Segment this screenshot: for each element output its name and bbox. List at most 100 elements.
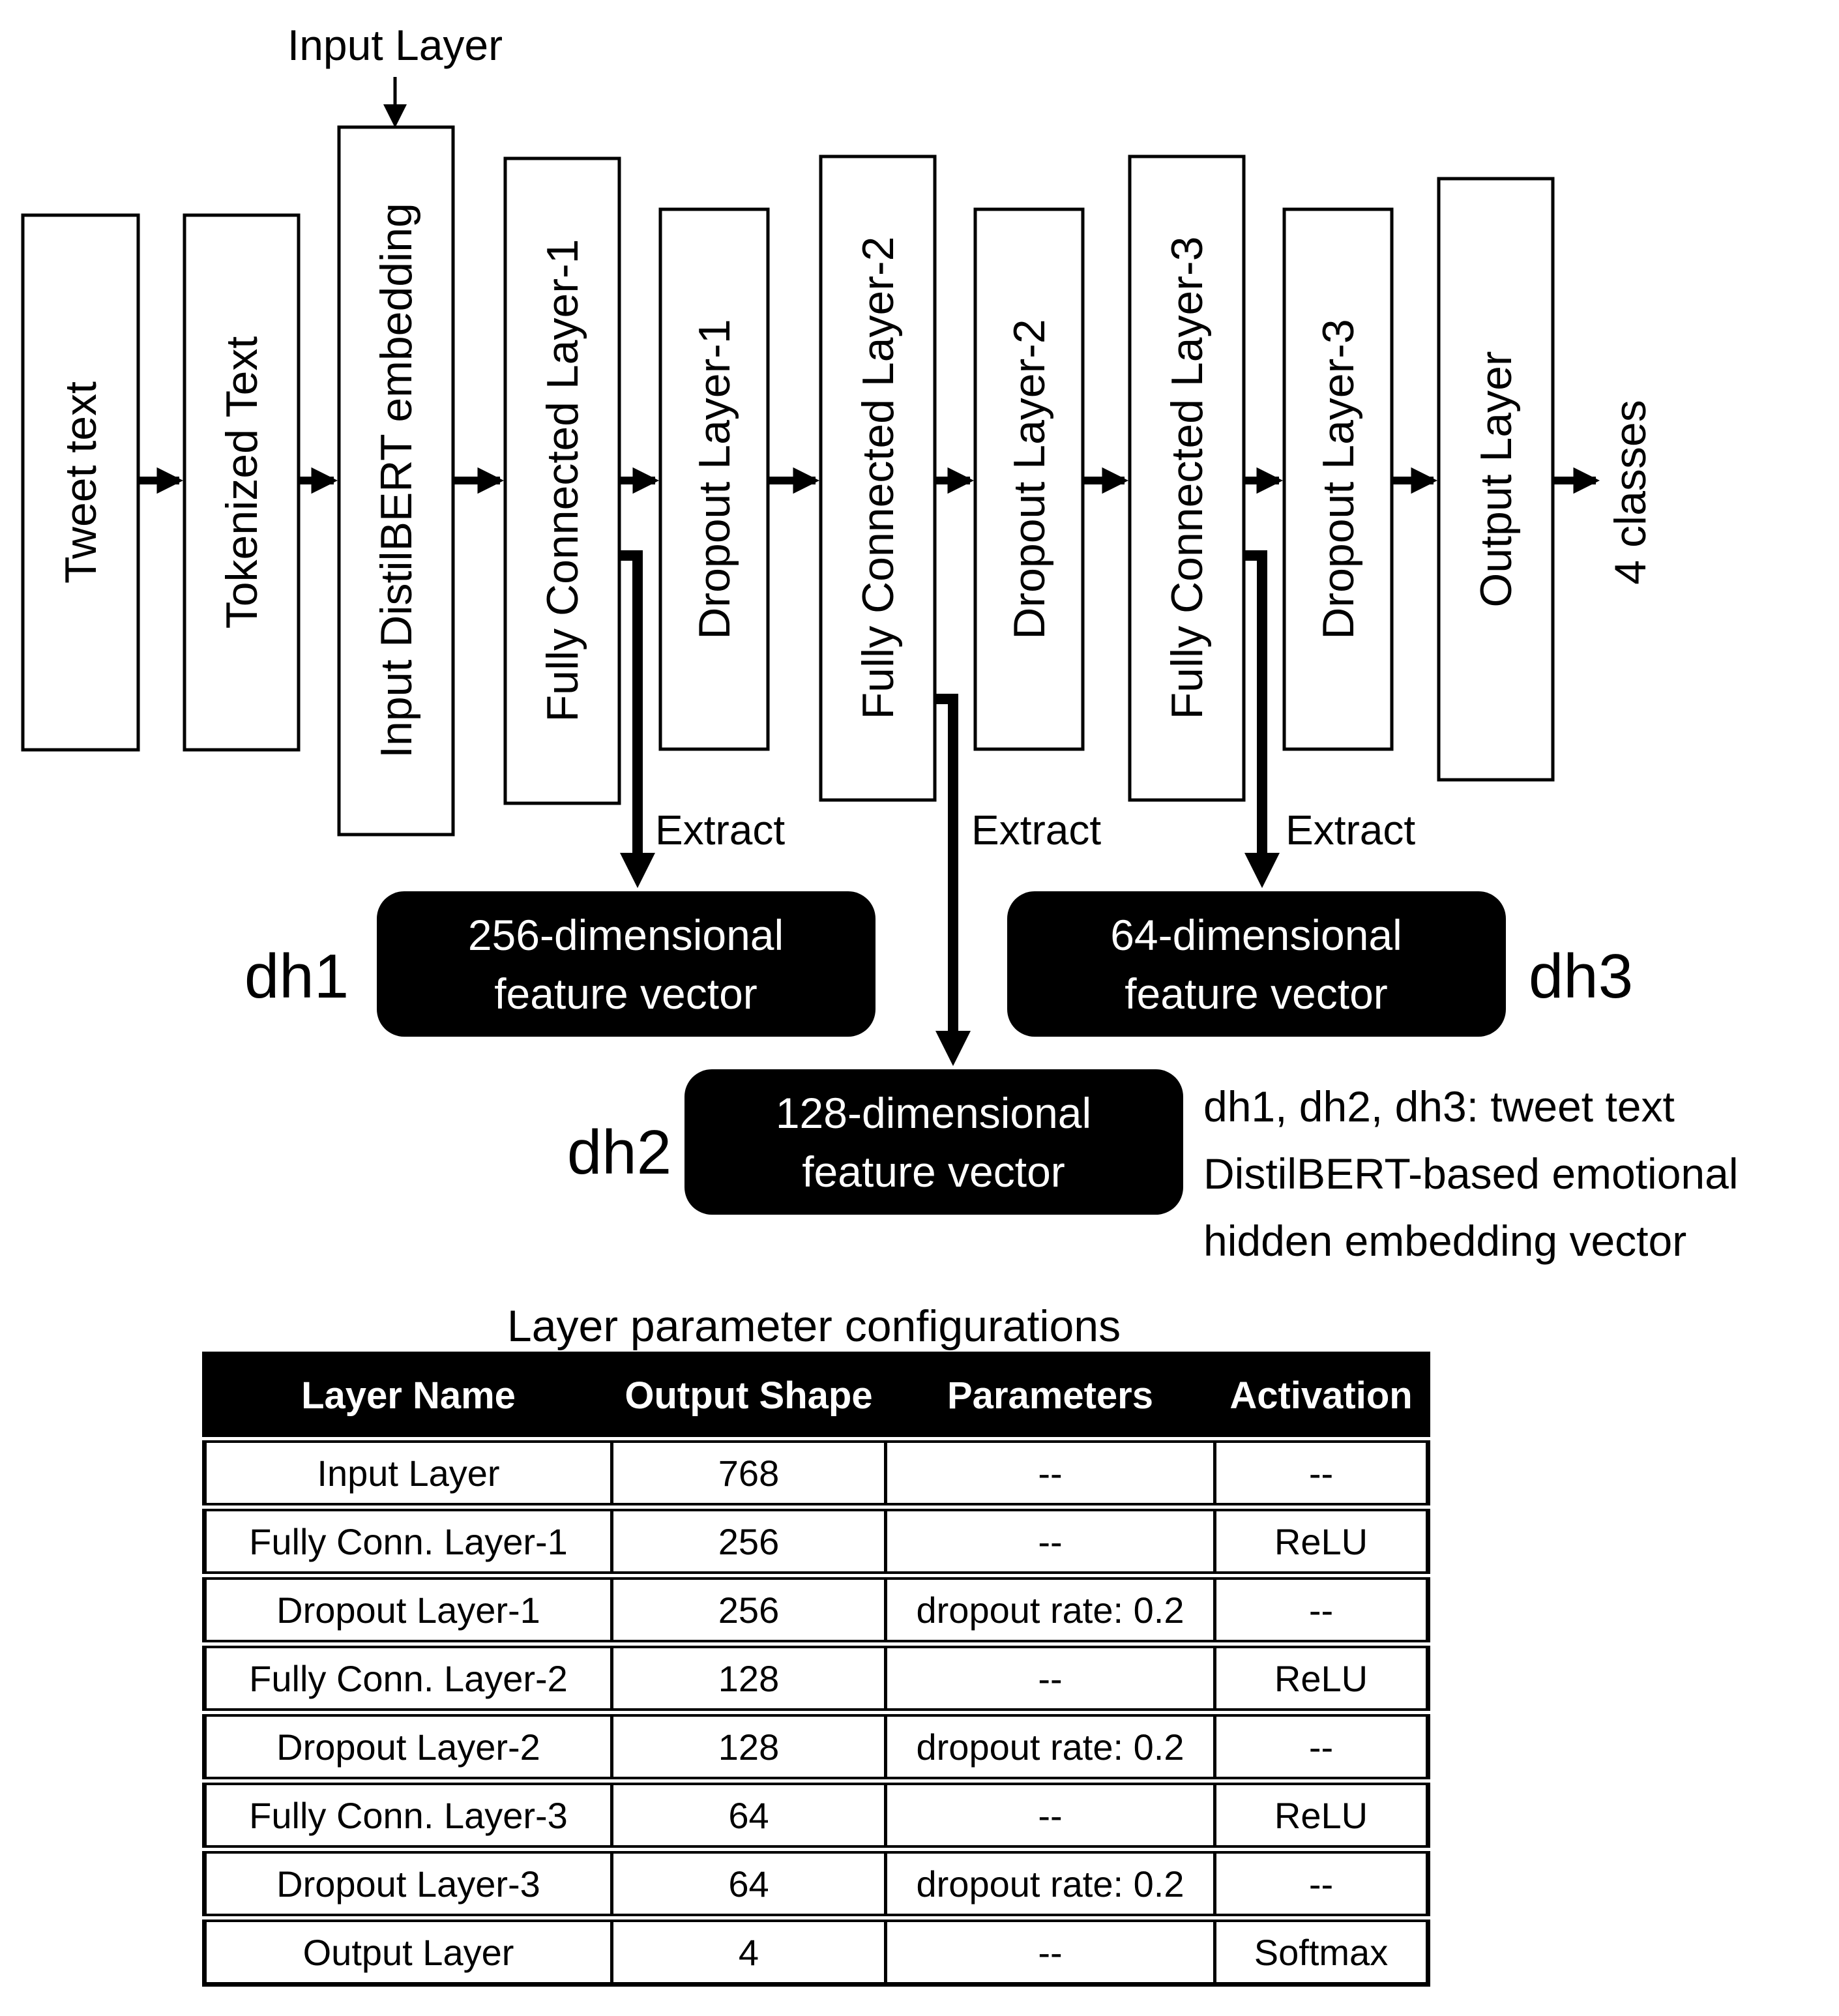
box [21, 213, 140, 752]
box [658, 207, 770, 751]
col-header-output-shape: Output Shape [610, 1354, 886, 1439]
extract-line-dh1 [619, 550, 643, 855]
feature-vector-line2: feature vector [1125, 970, 1388, 1018]
pipeline-box-dropout-layer-2: Dropout Layer-2 [973, 207, 1085, 751]
cell-layer-name: Fully Conn. Layer-3 [203, 1781, 612, 1850]
table-row: Input Layer 768 -- -- [203, 1438, 1428, 1507]
feature-vector-dh2: 128-dimensional feature vector [684, 1069, 1183, 1215]
feature-vector-box [1007, 891, 1506, 1037]
table-row: Dropout Layer-1 256 dropout rate: 0.2 -- [203, 1575, 1428, 1644]
extract-arrowhead-icon [935, 1031, 971, 1066]
output-classes-label: 4 classes [1606, 400, 1655, 584]
feature-vector-line2: feature vector [494, 970, 758, 1018]
extract-line-dh2 [935, 694, 958, 1033]
table-row: Dropout Layer-2 128 dropout rate: 0.2 -- [203, 1712, 1428, 1781]
legend-line-2: DistilBERT-based emotional [1203, 1149, 1739, 1198]
table-title: Layer parameter configurations [507, 1301, 1121, 1351]
pipeline-label: Tokenized Text [217, 336, 267, 629]
cell-parameters: -- [884, 1918, 1215, 1985]
box [1282, 207, 1394, 751]
pipeline-box-tweet-text: Tweet text [21, 213, 140, 752]
box [1437, 177, 1555, 782]
cell-parameters: -- [884, 1781, 1215, 1850]
pipeline-box-dropout-layer-3: Dropout Layer-3 [1282, 207, 1394, 751]
extract-label-2: Extract [971, 807, 1101, 853]
legend-line-3: hidden embedding vector [1203, 1217, 1686, 1265]
table-header-row: Layer Name Output Shape Parameters Activ… [203, 1354, 1428, 1439]
cell-output-shape: 768 [610, 1438, 886, 1507]
cell-activation: ReLU [1213, 1507, 1428, 1576]
cell-parameters: dropout rate: 0.2 [884, 1849, 1215, 1918]
feature-vector-box [377, 891, 875, 1037]
col-header-layer-name: Layer Name [203, 1354, 612, 1439]
pipeline-box-dropout-layer-1: Dropout Layer-1 [658, 207, 770, 751]
cell-layer-name: Dropout Layer-2 [203, 1712, 612, 1781]
cell-output-shape: 64 [610, 1781, 886, 1850]
cell-layer-name: Input Layer [203, 1438, 612, 1507]
pipeline-label: Output Layer [1471, 351, 1521, 607]
table-row: Fully Conn. Layer-2 128 -- ReLU [203, 1644, 1428, 1713]
feature-vector-line1: 256-dimensional [468, 911, 784, 959]
pipeline-box-fc-layer-3: Fully Connected Layer-3 [1128, 155, 1246, 802]
cell-layer-name: Fully Conn. Layer-1 [203, 1507, 612, 1576]
cell-parameters: dropout rate: 0.2 [884, 1575, 1215, 1644]
pipeline-label: Dropout Layer-3 [1314, 319, 1363, 639]
layer-config-table: Layer Name Output Shape Parameters Activ… [202, 1352, 1430, 1987]
legend-line-1: dh1, dh2, dh3: tweet text [1203, 1082, 1675, 1131]
pipeline-label: Input DistilBERT embedding [372, 203, 421, 758]
pipeline-box-tokenized-text: Tokenized Text [183, 213, 301, 752]
box [183, 213, 301, 752]
box [337, 125, 455, 837]
feature-vector-line2: feature vector [802, 1148, 1065, 1196]
table-row: Fully Conn. Layer-1 256 -- ReLU [203, 1507, 1428, 1576]
extract-label-1: Extract [655, 807, 785, 853]
table-row: Dropout Layer-3 64 dropout rate: 0.2 -- [203, 1849, 1428, 1918]
pipeline-label: Fully Connected Layer-3 [1162, 237, 1212, 720]
dh-legend: dh1, dh2, dh3: tweet text DistilBERT-bas… [1203, 1082, 1739, 1265]
network-diagram: Input Layer Tweet text Tokenized Text In… [21, 21, 1739, 1265]
cell-activation: -- [1213, 1849, 1428, 1918]
extract-label-3: Extract [1286, 807, 1415, 853]
cell-layer-name: Dropout Layer-3 [203, 1849, 612, 1918]
dh1-label: dh1 [244, 941, 349, 1011]
pipeline-label: Dropout Layer-2 [1005, 319, 1054, 639]
pipeline-label: Dropout Layer-1 [690, 319, 739, 639]
cell-layer-name: Output Layer [203, 1918, 612, 1985]
pipeline-label: Tweet text [56, 381, 106, 584]
cell-activation: ReLU [1213, 1781, 1428, 1850]
cell-output-shape: 256 [610, 1575, 886, 1644]
cell-output-shape: 128 [610, 1712, 886, 1781]
dh3-label: dh3 [1529, 941, 1633, 1011]
box [819, 155, 937, 802]
box [1128, 155, 1246, 802]
feature-vector-line1: 64-dimensional [1110, 911, 1402, 959]
dh2-label: dh2 [567, 1118, 671, 1187]
cell-parameters: -- [884, 1438, 1215, 1507]
cell-output-shape: 128 [610, 1644, 886, 1713]
pipeline-box-distilbert-embedding: Input DistilBERT embedding [337, 125, 455, 837]
feature-vector-dh1: 256-dimensional feature vector [377, 891, 875, 1037]
cell-parameters: -- [884, 1507, 1215, 1576]
cell-activation: Softmax [1213, 1918, 1428, 1985]
cell-parameters: -- [884, 1644, 1215, 1713]
feature-vector-box [684, 1069, 1183, 1215]
cell-layer-name: Dropout Layer-1 [203, 1575, 612, 1644]
cell-activation: ReLU [1213, 1644, 1428, 1713]
cell-output-shape: 256 [610, 1507, 886, 1576]
pipeline-box-output-layer: Output Layer [1437, 177, 1555, 782]
pipeline-label: Fully Connected Layer-1 [538, 239, 587, 722]
feature-vector-line1: 128-dimensional [776, 1089, 1091, 1137]
pipeline-label: Fully Connected Layer-2 [853, 237, 903, 720]
cell-output-shape: 4 [610, 1918, 886, 1985]
cell-parameters: dropout rate: 0.2 [884, 1712, 1215, 1781]
extract-arrowhead-icon [620, 853, 655, 888]
cell-activation: -- [1213, 1438, 1428, 1507]
table-row: Output Layer 4 -- Softmax [203, 1918, 1428, 1985]
extract-connectors [619, 550, 1267, 1033]
table-row: Fully Conn. Layer-3 64 -- ReLU [203, 1781, 1428, 1850]
pipeline-box-fc-layer-2: Fully Connected Layer-2 [819, 155, 937, 802]
input-layer-arrowhead-icon [383, 104, 407, 128]
cell-activation: -- [1213, 1712, 1428, 1781]
cell-output-shape: 64 [610, 1849, 886, 1918]
